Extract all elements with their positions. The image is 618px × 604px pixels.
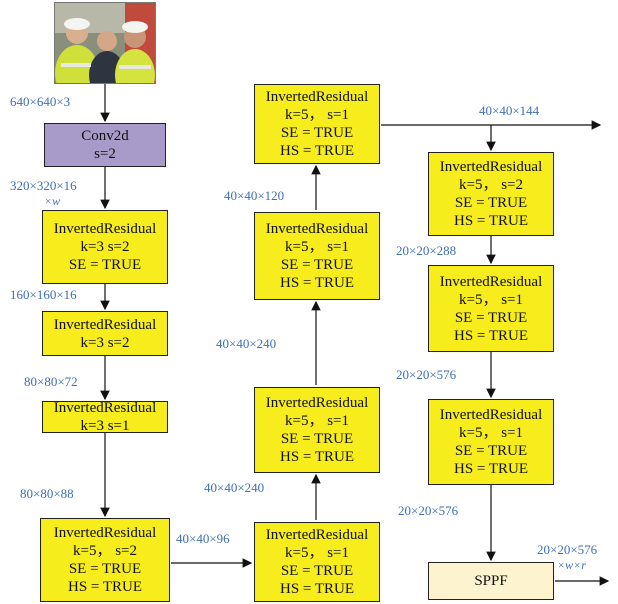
dim-label: 80×80×72: [24, 374, 78, 389]
block-kernel-stride: k=5， s=1: [284, 545, 349, 561]
conv2d-title: Conv2d: [81, 128, 129, 144]
block-hs: HS = TRUE: [279, 275, 355, 291]
block-kernel-stride: k=5， s=1: [284, 239, 349, 255]
conv2d-stride: s=2: [94, 146, 116, 162]
block-title: InvertedResidual: [265, 221, 369, 237]
dim-label: 320×320×16 ×w: [10, 178, 77, 209]
block-kernel-stride: k=5， s=1: [284, 413, 349, 429]
inverted-residual-c1-3: InvertedResidual k=3 s=1: [42, 400, 168, 434]
dim-label: 20×20×576 ×w×r: [537, 542, 597, 573]
dim-label-sub: ×w×r: [557, 558, 586, 572]
dim-label: 40×40×120: [224, 188, 285, 203]
dim-label-sub: ×w: [44, 194, 61, 208]
block-hs: HS = TRUE: [279, 449, 355, 465]
block-title: InvertedResidual: [53, 400, 157, 416]
block-kernel-stride: k=5， s=1: [458, 425, 523, 441]
block-kernel-stride: k=5， s=2: [458, 177, 523, 193]
dim-label: 80×80×88: [20, 486, 74, 501]
block-hs: HS = TRUE: [453, 213, 529, 229]
conv2d-block: Conv2d s=2: [44, 123, 166, 167]
block-title: InvertedResidual: [265, 395, 369, 411]
dim-label-main: 20×20×576: [537, 542, 598, 557]
inverted-residual-c3-2: InvertedResidual k=5， s=1 SE = TRUE HS =…: [428, 265, 554, 352]
dim-label: 40×40×144: [479, 103, 540, 118]
block-kernel-stride: k=5， s=2: [72, 543, 137, 559]
block-hs: HS = TRUE: [453, 461, 529, 477]
dim-label: 20×20×288: [396, 243, 457, 258]
block-se: SE = TRUE: [68, 257, 142, 273]
inverted-residual-c3-3: InvertedResidual k=5， s=1 SE = TRUE HS =…: [428, 399, 554, 485]
sppf-block: SPPF: [428, 562, 554, 600]
dim-label: 20×20×576: [398, 503, 459, 518]
block-kernel-stride: k=5， s=1: [458, 291, 523, 308]
block-title: InvertedResidual: [439, 273, 543, 290]
block-se: SE = TRUE: [454, 443, 528, 459]
inverted-residual-c2-b: InvertedResidual k=5， s=1 SE = TRUE HS =…: [254, 387, 380, 473]
block-se: SE = TRUE: [280, 257, 354, 273]
block-se: SE = TRUE: [280, 563, 354, 579]
block-se: SE = TRUE: [280, 125, 354, 141]
block-kernel-stride: k=5， s=1: [284, 107, 349, 123]
block-se: SE = TRUE: [454, 195, 528, 211]
dim-label: 40×40×240: [204, 480, 265, 495]
inverted-residual-c2-top: InvertedResidual k=5， s=1 SE = TRUE HS =…: [254, 84, 380, 164]
sppf-title: SPPF: [474, 573, 508, 589]
block-title: InvertedResidual: [265, 89, 369, 105]
block-title: InvertedResidual: [439, 159, 543, 175]
block-hs: HS = TRUE: [279, 581, 355, 597]
block-title: InvertedResidual: [53, 525, 157, 541]
block-kernel-stride: k=3 s=2: [80, 334, 130, 351]
block-se: SE = TRUE: [454, 309, 528, 326]
dim-label: 640×640×3: [10, 94, 71, 109]
dim-label: 20×20×576: [396, 367, 457, 382]
block-se: SE = TRUE: [68, 561, 142, 577]
dim-label: 160×160×16: [10, 287, 77, 302]
workers-photo-icon: [54, 2, 156, 84]
block-hs: HS = TRUE: [67, 579, 143, 595]
block-title: InvertedResidual: [439, 407, 543, 423]
dim-label: 40×40×240: [216, 336, 277, 351]
inverted-residual-c3-1: InvertedResidual k=5， s=2 SE = TRUE HS =…: [428, 152, 554, 236]
block-hs: HS = TRUE: [279, 143, 355, 159]
block-title: InvertedResidual: [53, 221, 157, 237]
block-title: InvertedResidual: [265, 527, 369, 543]
block-kernel-stride: k=3 s=2: [80, 239, 130, 255]
inverted-residual-c1-4: InvertedResidual k=5， s=2 SE = TRUE HS =…: [40, 518, 170, 602]
block-kernel-stride: k=3 s=1: [80, 418, 130, 434]
inverted-residual-c1-1: InvertedResidual k=3 s=2 SE = TRUE: [42, 210, 168, 284]
dim-label-main: 320×320×16: [10, 178, 77, 193]
block-hs: HS = TRUE: [453, 327, 529, 344]
inverted-residual-c2-a: InvertedResidual k=5， s=1 SE = TRUE HS =…: [254, 212, 380, 300]
block-se: SE = TRUE: [280, 431, 354, 447]
inverted-residual-c2-bot: InvertedResidual k=5， s=1 SE = TRUE HS =…: [254, 522, 380, 602]
inverted-residual-c1-2: InvertedResidual k=3 s=2: [42, 311, 168, 356]
block-title: InvertedResidual: [53, 316, 157, 333]
dim-label: 40×40×96: [176, 531, 230, 546]
